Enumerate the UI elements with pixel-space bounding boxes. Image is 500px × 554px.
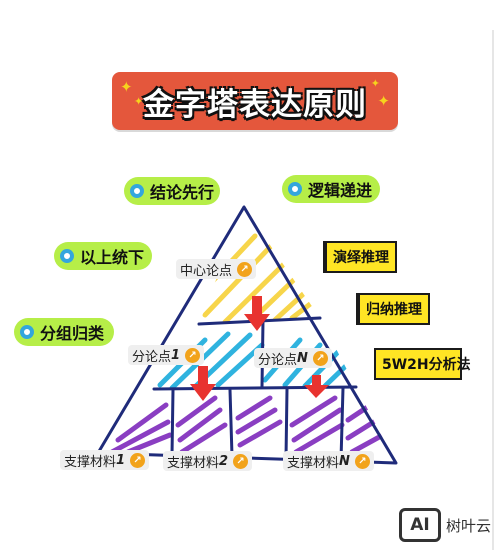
down-arrow-icon (244, 296, 270, 331)
link-arrow-icon: ↗ (233, 453, 249, 469)
watermark-name: 树叶云 (446, 517, 492, 535)
link-arrow-icon: ↗ (237, 261, 253, 277)
sparkle-icon: ✦ (370, 77, 380, 90)
tag-strip (358, 295, 360, 323)
hatch-bottom (109, 395, 395, 455)
method-induction: 归纳推理 (356, 293, 430, 325)
watermark-logo: AI (399, 508, 441, 542)
link-arrow-icon: ↗ (354, 453, 370, 469)
down-arrow-icon (304, 375, 329, 398)
ring-icon (20, 325, 34, 339)
title-banner: 金字塔表达原则 ✦ ✦ ✦ ✦ (112, 72, 398, 130)
sparkle-icon: ✦ (377, 92, 390, 110)
method-deduction: 演绎推理 (323, 241, 397, 273)
tag-grouping: 分组归类 (14, 318, 114, 346)
ring-icon (130, 184, 144, 198)
node-center-point: 中心论点 ↗ (176, 259, 257, 279)
link-arrow-icon: ↗ (312, 350, 328, 366)
sparkle-icon: ✦ (120, 78, 133, 96)
tag-top-down: 以上统下 (54, 242, 152, 270)
sparkle-icon: ✦ (134, 95, 144, 108)
ring-icon (288, 182, 302, 196)
down-arrow-icon (190, 366, 216, 401)
ring-icon (60, 249, 74, 263)
tag-strip (325, 243, 327, 271)
link-arrow-icon: ↗ (130, 452, 146, 468)
page-title: 金字塔表达原则 (143, 86, 367, 123)
method-5w2h: 5W2H分析法 (374, 348, 471, 380)
link-arrow-icon: ↗ (185, 347, 201, 363)
tag-conclusion-first: 结论先行 (124, 177, 220, 205)
page-edge-divider (492, 30, 494, 550)
tag-logical-progression: 逻辑递进 (282, 175, 380, 203)
